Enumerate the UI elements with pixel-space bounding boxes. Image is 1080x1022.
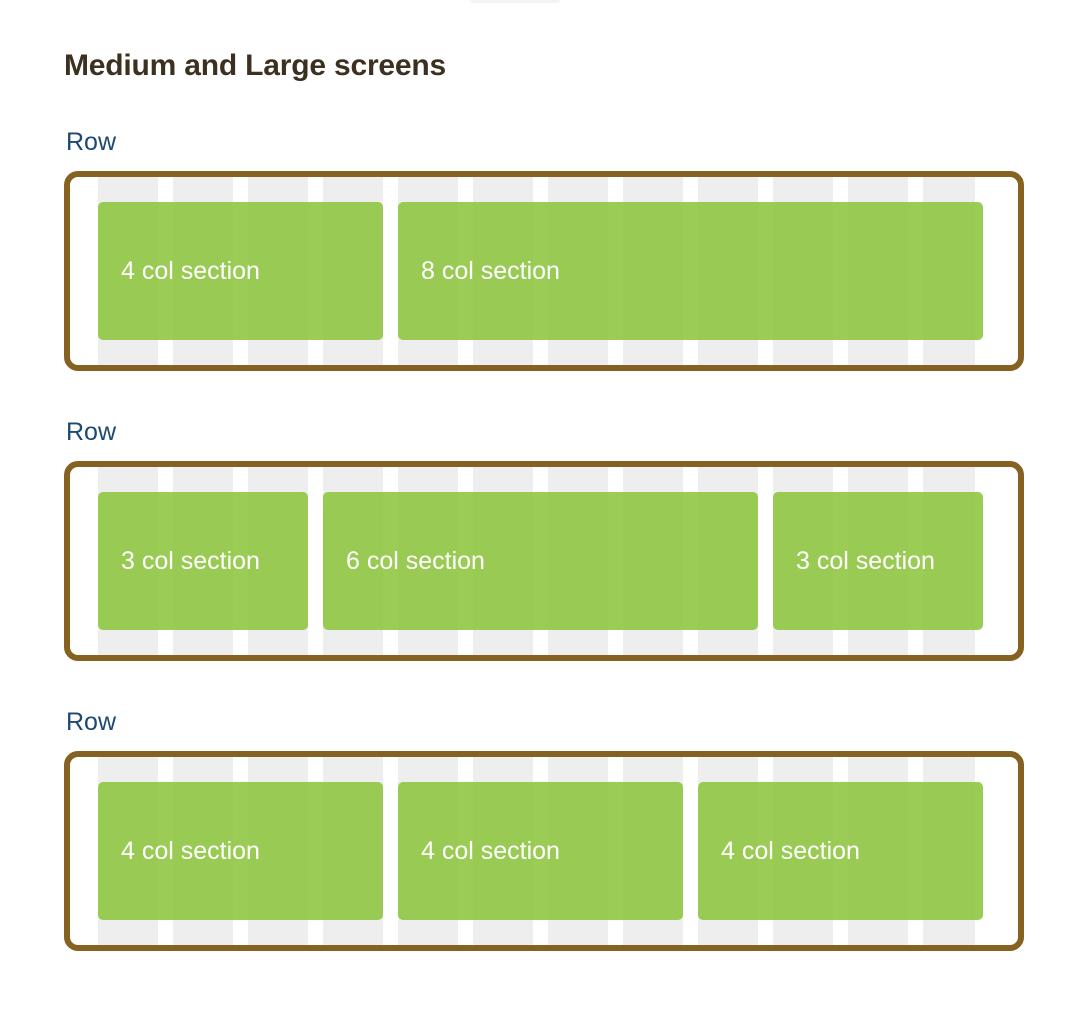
row-container: 4 col section 8 col section <box>64 171 1024 371</box>
grid-section[interactable]: 4 col section <box>698 782 983 920</box>
row-label: Row <box>66 128 117 156</box>
sections-layer: 4 col section 8 col section <box>98 202 990 340</box>
top-edge-sliver <box>470 0 560 3</box>
row-block-3: Row 4 col section 4 col section 4 col se… <box>64 706 1024 951</box>
row-container: 3 col section 6 col section 3 col sectio… <box>64 461 1024 661</box>
grid-section[interactable]: 6 col section <box>323 492 758 630</box>
sections-layer: 4 col section 4 col section 4 col sectio… <box>98 782 990 920</box>
row-block-1: Row 4 col section 8 col section <box>64 126 1024 371</box>
grid-section[interactable]: 8 col section <box>398 202 983 340</box>
row-container: 4 col section 4 col section 4 col sectio… <box>64 751 1024 951</box>
grid-section[interactable]: 4 col section <box>98 202 383 340</box>
grid-section[interactable]: 4 col section <box>398 782 683 920</box>
grid-section[interactable]: 3 col section <box>98 492 308 630</box>
row-label: Row <box>66 708 117 736</box>
sections-layer: 3 col section 6 col section 3 col sectio… <box>98 492 990 630</box>
grid-section[interactable]: 3 col section <box>773 492 983 630</box>
row-label: Row <box>66 418 117 446</box>
page-title: Medium and Large screens <box>64 49 446 82</box>
row-block-2: Row 3 col section 6 col section 3 col se… <box>64 416 1024 661</box>
grid-section[interactable]: 4 col section <box>98 782 383 920</box>
